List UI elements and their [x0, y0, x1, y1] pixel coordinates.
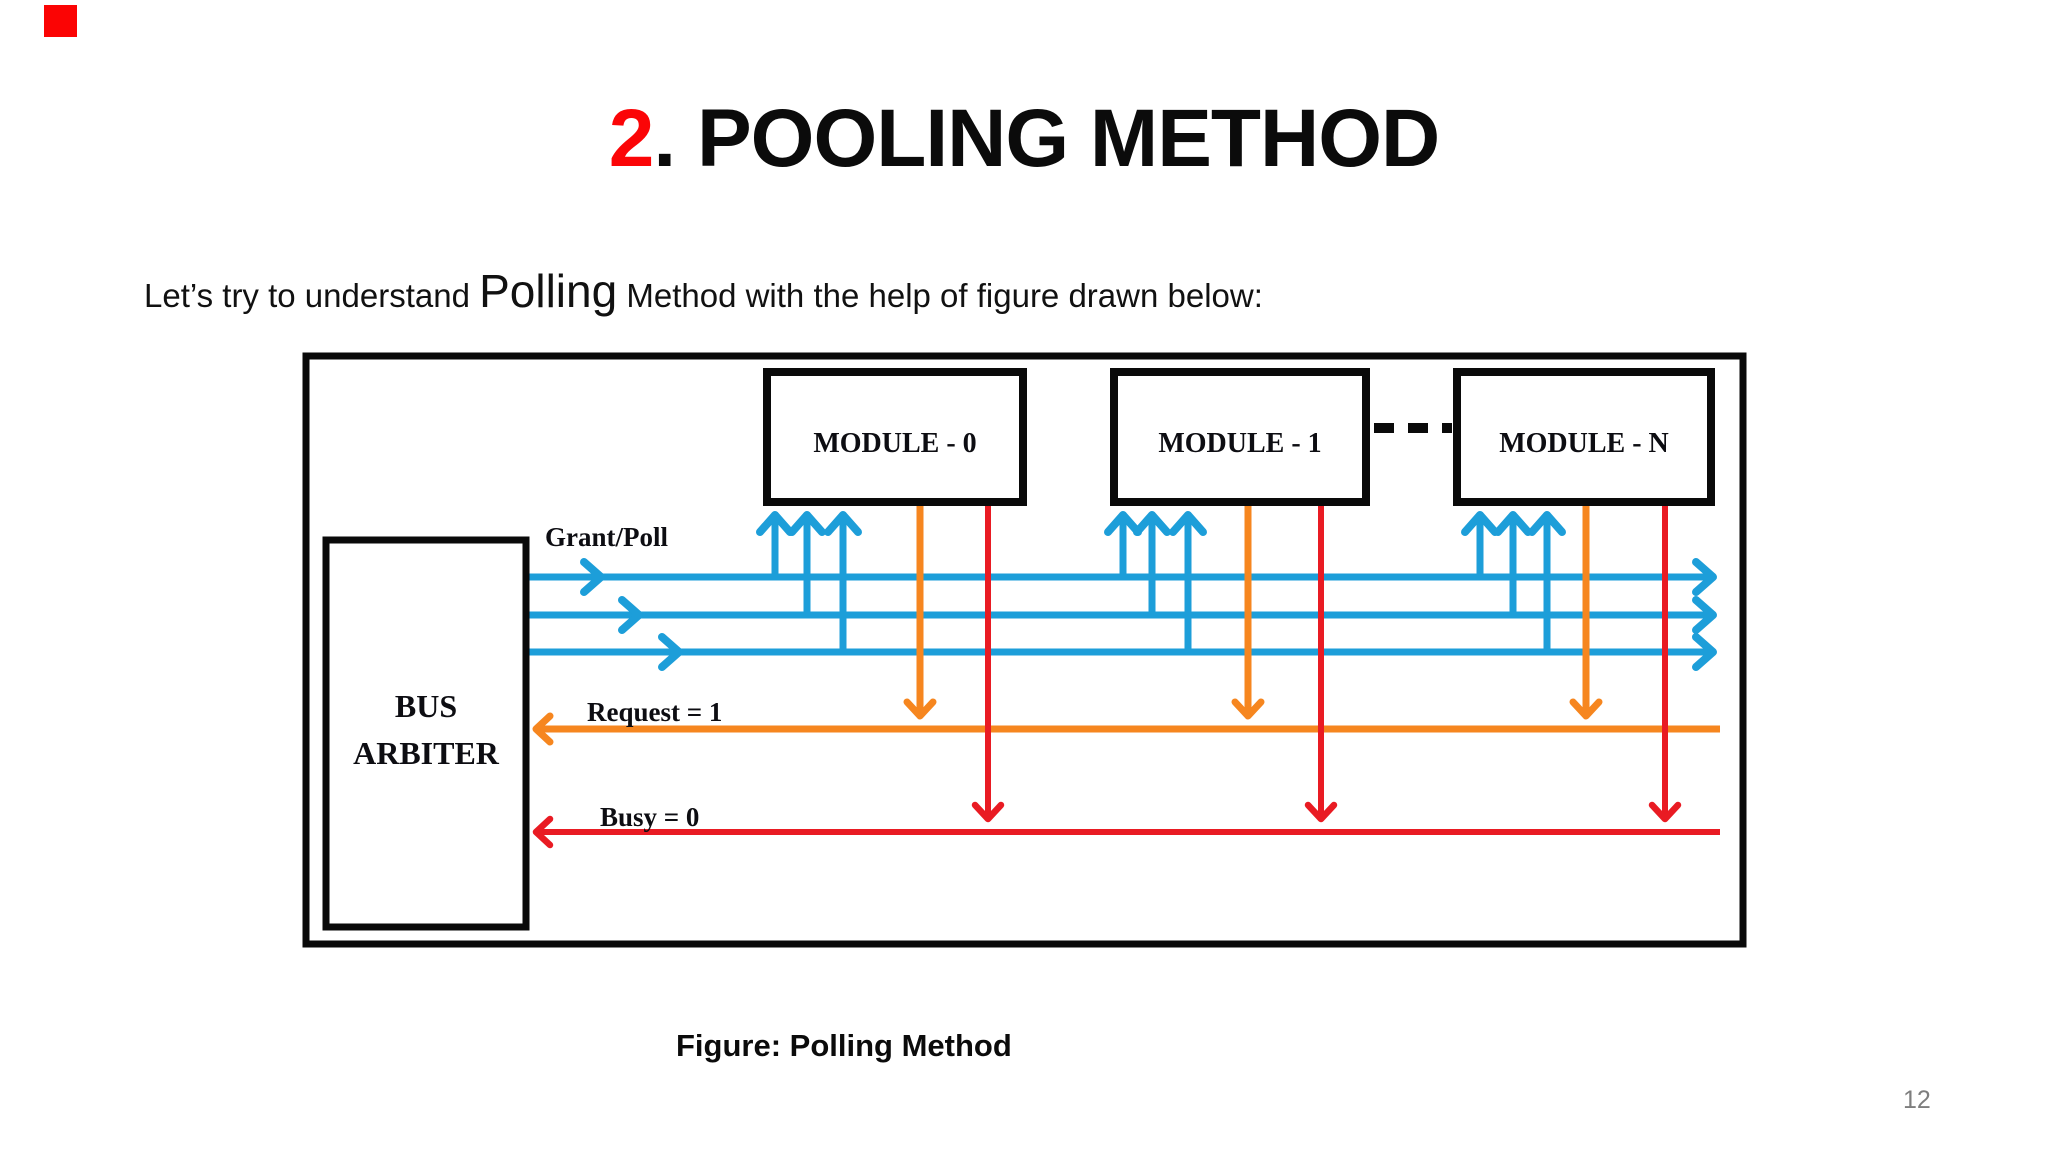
page-number: 12	[1903, 1086, 1931, 1114]
grant-poll-label: Grant/Poll	[545, 522, 668, 552]
module-1-label: MODULE - 1	[1158, 428, 1321, 459]
module-1-box	[1110, 368, 1370, 506]
subtitle-post: Method with the help of figure drawn bel…	[617, 277, 1263, 314]
subtitle-highlight: Polling	[479, 265, 618, 317]
slide-accent-bar	[44, 5, 77, 37]
slide-subtitle: Let’s try to understand Polling Method w…	[144, 264, 1944, 318]
module-n-box	[1453, 368, 1715, 506]
busy-label: Busy = 0	[600, 802, 699, 832]
title-text: . POOLING METHOD	[653, 93, 1440, 184]
figure-caption: Figure: Polling Method	[676, 1028, 1012, 1063]
module-0-box	[763, 368, 1027, 506]
module-0-label: MODULE - 0	[813, 428, 976, 459]
subtitle-pre: Let’s try to understand	[144, 277, 480, 314]
title-number: 2	[608, 93, 655, 184]
module-n-label: MODULE - N	[1499, 428, 1669, 459]
bus-arbiter-label-line2: ARBITER	[353, 735, 500, 771]
bus-arbiter-label-line1: BUS	[395, 688, 457, 724]
slide-title: 2. POOLING METHOD	[0, 93, 2048, 184]
bus-arbiter-box	[322, 536, 530, 931]
request-label: Request = 1	[587, 697, 722, 727]
